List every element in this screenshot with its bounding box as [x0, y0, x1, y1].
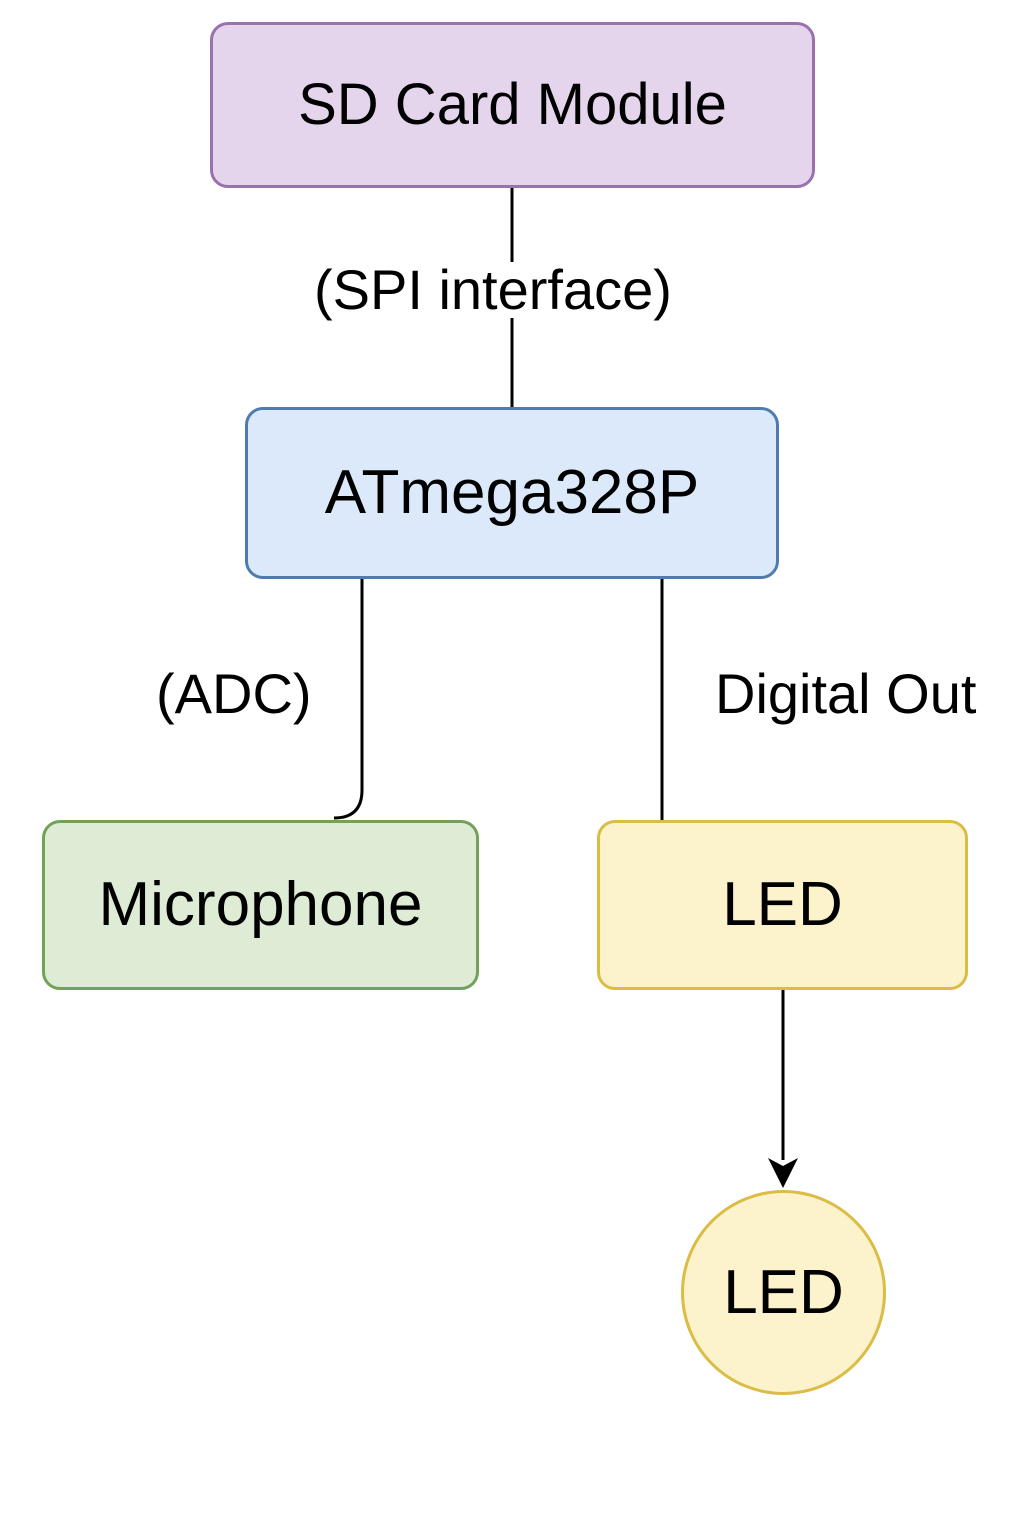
atmega328p-node: ATmega328P — [245, 407, 779, 579]
spi-interface-label: (SPI interface) — [314, 258, 672, 321]
digital-out-label: Digital Out — [715, 662, 977, 725]
microphone-node: Microphone — [42, 820, 479, 990]
adc-label: (ADC) — [156, 662, 312, 725]
mcu-to-microphone-connector — [333, 579, 364, 820]
arrowhead — [768, 1158, 798, 1188]
led-circle-node: LED — [681, 1190, 886, 1395]
sd-card-module-node: SD Card Module — [210, 22, 815, 188]
led-box-node: LED — [597, 820, 968, 990]
